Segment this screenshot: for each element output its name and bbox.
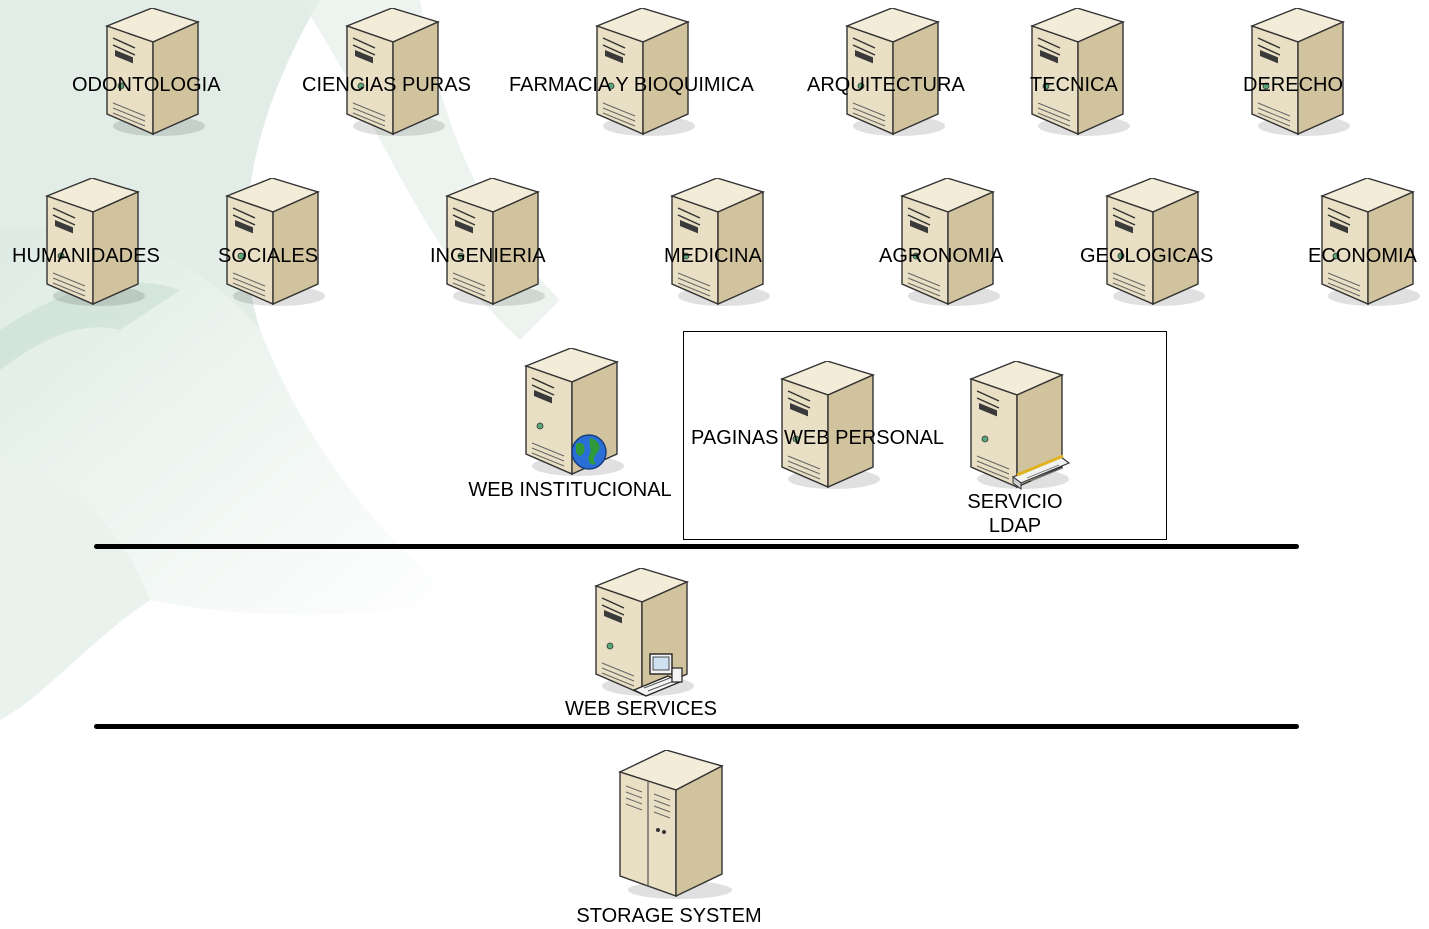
network-bus-upper: [94, 544, 1299, 549]
label-web-institucional: WEB INSTITUCIONAL: [468, 479, 672, 501]
server-geologicas[interactable]: [1105, 178, 1205, 308]
label-arquitectura: ARQUITECTURA: [807, 74, 965, 96]
label-web-services: WEB SERVICES: [565, 698, 717, 720]
server-icon: [901, 178, 1000, 307]
label-ldap-line2: LDAP: [988, 515, 1042, 537]
label-odontologia: ODONTOLOGIA: [72, 74, 221, 96]
server-web-institucional[interactable]: [524, 348, 634, 478]
server-agronomia[interactable]: [900, 178, 1000, 308]
server-icon: [226, 178, 325, 307]
server-icon: [1106, 178, 1205, 307]
label-economia: ECONOMIA: [1308, 245, 1417, 267]
server-icon: [671, 178, 770, 307]
server-workstation-icon: [595, 568, 695, 697]
label-agronomia: AGRONOMIA: [879, 245, 1004, 267]
network-bus-lower: [94, 724, 1299, 729]
label-ciencias-puras: CIENCIAS PURAS: [302, 74, 471, 96]
server-ldap[interactable]: [969, 361, 1079, 496]
label-tecnica: TECNICA: [1030, 74, 1118, 96]
label-medicina: MEDICINA: [664, 245, 762, 267]
server-icon: [46, 178, 145, 307]
label-ingenieria: INGENIERIA: [430, 245, 546, 267]
server-medicina[interactable]: [670, 178, 770, 308]
server-icon: [1321, 178, 1420, 307]
label-paginas-web-personal: PAGINAS WEB PERSONAL: [691, 427, 945, 449]
server-economia[interactable]: [1320, 178, 1420, 308]
server-web-services[interactable]: [594, 568, 704, 703]
label-storage-system: STORAGE SYSTEM: [576, 905, 762, 927]
label-farmacia: FARMACIA Y BIOQUIMICA: [509, 74, 754, 96]
group-web-ldap: [683, 331, 1167, 540]
label-humanidades: HUMANIDADES: [12, 245, 160, 267]
storage-system[interactable]: [618, 750, 733, 900]
ldap-server-card-icon: [970, 361, 1071, 490]
server-ingenieria[interactable]: [445, 178, 545, 308]
server-humanidades[interactable]: [45, 178, 145, 308]
label-sociales: SOCIALES: [218, 245, 319, 267]
label-derecho: DERECHO: [1243, 74, 1344, 96]
storage-cabinet-icon: [618, 750, 732, 899]
server-sociales[interactable]: [225, 178, 325, 308]
web-server-globe-icon: [525, 348, 625, 477]
label-geologicas: GEOLOGICAS: [1080, 245, 1214, 267]
label-ldap-line1: SERVICIO: [967, 491, 1063, 513]
server-icon: [446, 178, 545, 307]
